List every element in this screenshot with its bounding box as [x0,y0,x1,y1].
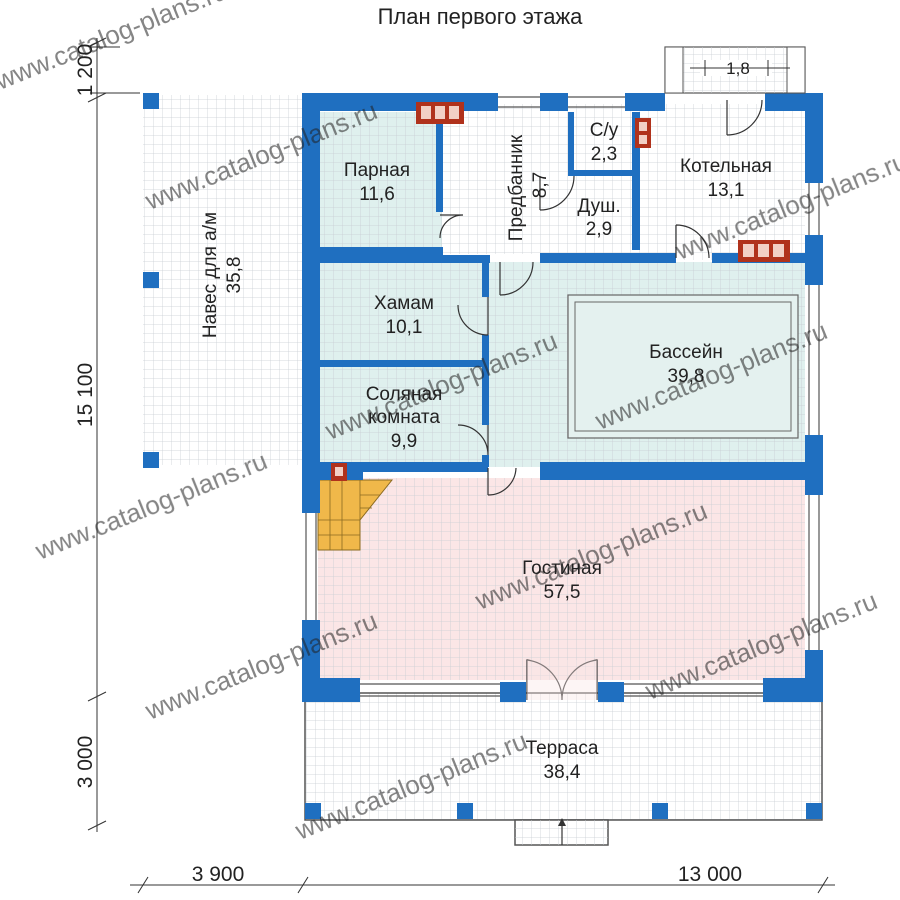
terrace-area [304,692,823,846]
canopy-post [143,93,159,109]
canopy-post [143,452,159,468]
walls [302,93,823,702]
door-predbannik [499,261,534,296]
room-name-hamam: Хамам [374,293,434,314]
room-area-kotelnaya: 13,1 [708,180,745,201]
room-labels: Парная 11,6 Предбанник 8,7 С/у 2,3 Душ. … [344,120,772,783]
room-area-bassein: 39,8 [668,366,705,387]
pool [567,294,799,439]
canopy-area: Навес для а/м 35,8 [143,93,305,468]
room-name-su: С/у [590,120,619,141]
door-parnaya [439,214,464,239]
plan-title: План первого этажа [378,4,584,29]
door-entrance-kotelnaya [726,99,763,136]
room-name-dush: Душ. [577,196,620,217]
dimension-porch-width: 1,8 [726,59,750,78]
door-dush [539,175,575,211]
room-area-parnaya: 11,6 [359,184,395,205]
arrow-up-icon [558,818,566,826]
room-area-dush: 2,9 [586,219,612,240]
door-terrace [526,659,598,701]
door-gostinaya [487,467,517,496]
room-area-naves: 35,8 [224,257,245,294]
room-name-solyanaya-1: Соляная [366,384,443,405]
room-name-bassein: Бассейн [649,342,723,363]
entrance-porch: 1,8 [664,46,806,94]
windows [305,96,820,697]
dimension-bottom-left: 3 900 [192,863,245,886]
dimension-bottom-right: 13 000 [678,863,742,886]
room-area-terrasa: 38,4 [544,762,581,783]
stoves [331,102,790,481]
door-hamam [457,297,489,336]
room-name-parnaya: Парная [344,160,410,181]
staircase [317,479,394,551]
room-name-gostinaya: Гостиная [522,558,602,579]
room-name-solyanaya-2: комната [368,407,440,428]
room-area-su: 2,3 [591,144,617,165]
dimension-labels: 1 200 15 100 3 000 3 900 13 000 [74,44,742,886]
terrace-posts [305,803,822,819]
room-area-gostinaya: 57,5 [544,582,581,603]
dimension-left-bottom: 3 000 [74,736,97,789]
door-kotelnaya [675,224,710,259]
room-name-predbannik: Предбанник [506,134,527,241]
room-name-terrasa: Терраса [526,738,599,759]
door-solyanaya [457,424,489,456]
doors [439,99,763,701]
canopy-post [143,272,159,288]
dimension-lines [87,37,835,894]
room-name-naves: Навес для а/м [200,212,221,338]
watermark: www.catalog-plans.ru [0,0,231,96]
dimension-left-main: 15 100 [74,363,97,427]
room-area-hamam: 10,1 [386,317,423,338]
dimension-top-left: 1 200 [74,44,97,97]
room-name-kotelnaya: Котельная [680,156,772,177]
room-area-predbannik: 8,7 [530,172,551,198]
room-area-solyanaya: 9,9 [391,431,417,452]
